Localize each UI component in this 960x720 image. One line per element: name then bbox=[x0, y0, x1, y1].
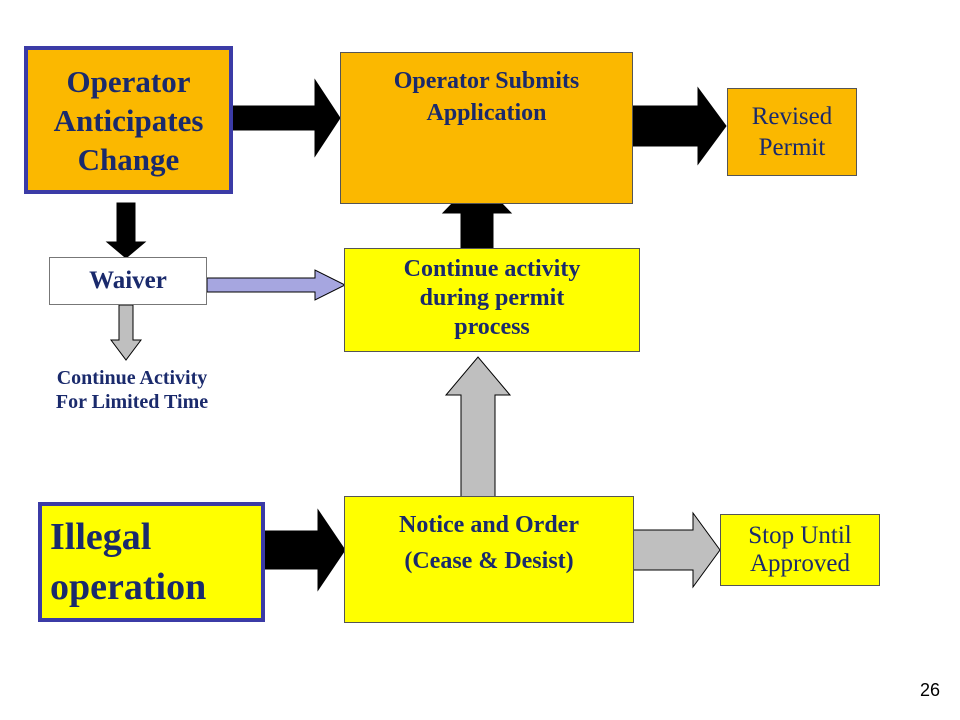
stop-line-2: Approved bbox=[750, 550, 850, 577]
illegal-operation-box: Illegal operation bbox=[38, 502, 265, 622]
arrow-change-to-waiver bbox=[105, 202, 147, 259]
arrow-change-to-submit bbox=[232, 78, 341, 158]
submit-line-2: Application bbox=[426, 100, 547, 126]
continue-limited-time-label: Continue Activity For Limited Time bbox=[14, 366, 250, 414]
notice-and-order-box: Notice and Order (Cease & Desist) bbox=[344, 496, 634, 623]
operator-submits-application-box: Operator Submits Application bbox=[340, 52, 633, 204]
continue-activity-line-1: Continue activity bbox=[403, 256, 581, 282]
waiver-box: Waiver bbox=[49, 257, 207, 305]
waiver-label: Waiver bbox=[89, 267, 167, 294]
operator-change-line-2: Anticipates bbox=[53, 102, 204, 138]
stop-line-1: Stop Until bbox=[748, 522, 852, 549]
operator-change-line-1: Operator bbox=[66, 63, 191, 99]
illegal-line-2: operation bbox=[50, 566, 207, 608]
page-number: 26 bbox=[919, 680, 940, 700]
operator-change-line-3: Change bbox=[77, 141, 180, 177]
notice-line-2: (Cease & Desist) bbox=[404, 548, 574, 574]
notice-line-1: Notice and Order bbox=[399, 512, 579, 538]
limited-time-line-2: For Limited Time bbox=[55, 391, 209, 413]
continue-activity-line-2: during permit bbox=[419, 285, 565, 311]
illegal-line-1: Illegal bbox=[50, 516, 152, 558]
limited-time-line-1: Continue Activity bbox=[56, 367, 208, 389]
revised-line-2: Permit bbox=[758, 134, 826, 161]
submit-line-1: Operator Submits bbox=[393, 68, 580, 94]
continue-activity-line-3: process bbox=[454, 314, 530, 340]
arrow-waiver-to-continue bbox=[206, 269, 347, 301]
continue-activity-box: Continue activity during permit process bbox=[344, 248, 640, 352]
revised-permit-box: Revised Permit bbox=[727, 88, 857, 176]
stop-until-approved-box: Stop Until Approved bbox=[720, 514, 880, 586]
arrow-notice-to-continue bbox=[444, 356, 512, 506]
operator-anticipates-change-box: Operator Anticipates Change bbox=[24, 46, 233, 194]
revised-line-1: Revised bbox=[751, 103, 833, 130]
arrow-waiver-to-limited bbox=[110, 304, 142, 361]
